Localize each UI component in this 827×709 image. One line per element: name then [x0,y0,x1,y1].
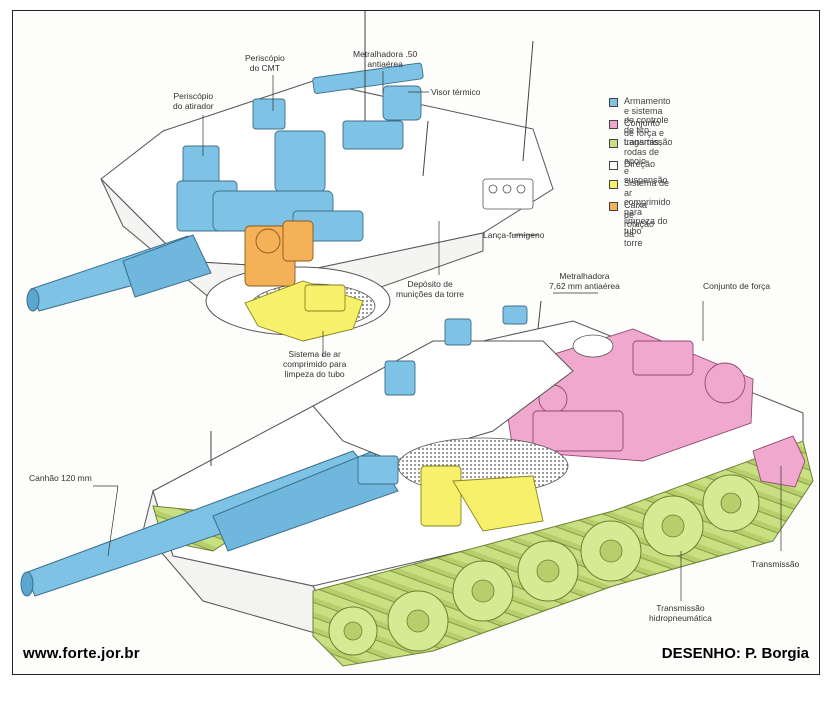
label-periscope-gunner: Periscópio do atirador [173,91,214,111]
legend-swatch [609,161,618,170]
turret-rotation-box [244,220,314,287]
illustrator-credit: DESENHO: P. Borgia [661,645,809,662]
hull-compressed-air [420,465,544,532]
label-machine-gun-50: Metralhadora .50 antiaérea [353,49,418,69]
hull-assembly [20,300,814,667]
label-compressed-air: Sistema de ar comprimido para limpeza do… [283,349,347,379]
turret-compressed-air [244,280,364,342]
legend-label: Lagartas, rodas de apoio e suspensão [624,137,668,185]
legend-label: Conjunto de força e transmissão [624,118,673,147]
legend-label: Armamento e sistema de controle de tiro [624,96,671,135]
website-credit: www.forte.jor.br [23,645,140,662]
legend-swatch [609,202,618,211]
legend-swatch [609,98,618,107]
legend-label: Caixa de rotação da torre [624,200,655,248]
legend-label: Direção [624,159,656,169]
label-periscope-commander: Periscópio do CMT [245,53,285,73]
label-thermal-sight: Visor térmico [431,87,481,97]
tank-cutaway-illustration [20,11,814,667]
legend-label: Sistema de ar comprimido para limpeza do… [624,178,671,236]
label-ammo-depot: Depósito de munições da torre [396,279,465,299]
turret-assembly [26,11,554,342]
label-smoke-launcher: Lança-fumígeno [483,230,545,240]
label-hydropneumatic: Transmissão hidropneumática [649,603,712,623]
label-machine-gun-762: Metralhadora 7,62 mm antiaérea [549,271,620,291]
illustration-frame: Periscópio do CMT Metralhadora .50 antia… [12,10,820,675]
legend-swatch [609,139,618,148]
leader-lines [93,71,782,601]
label-cannon-120: Canhão 120 mm [29,473,92,483]
legend-swatch [609,180,618,189]
label-transmission: Transmissão [751,559,800,569]
turret-gun-barrel [26,234,212,312]
label-power-pack: Conjunto de força [703,281,771,291]
turret-smoke-launcher [482,178,534,210]
legend-swatch [609,120,618,129]
